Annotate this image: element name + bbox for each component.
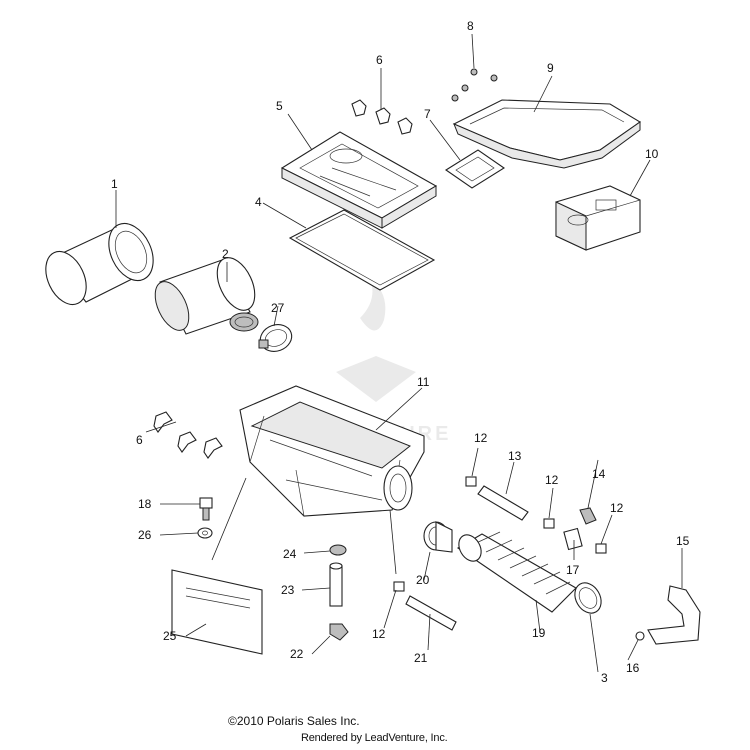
part-20-coupler [423, 521, 453, 553]
callout-25: 25 [163, 629, 177, 643]
callout-18: 18 [138, 497, 152, 511]
callout-2: 2 [222, 247, 229, 261]
part-21-tube [405, 595, 457, 631]
callout-23: 23 [281, 583, 295, 597]
part-7-seal [444, 149, 506, 189]
part-5-airbox-cover [280, 131, 438, 229]
callout-19: 19 [532, 626, 546, 640]
callout-22: 22 [290, 647, 304, 661]
callout-26: 26 [138, 528, 152, 542]
callout-13: 13 [508, 449, 522, 463]
rendered-by-text: Rendered by LeadVenture, Inc. [301, 732, 448, 744]
part-19-bellows-hose [456, 531, 577, 613]
part-6-lower-fittings [153, 411, 223, 459]
part-9-intake-duct [452, 99, 642, 169]
leader-lines [115, 33, 683, 673]
callout-labels: 1 2 27 4 5 6 7 8 9 10 11 6 12 13 12 14 1… [111, 19, 690, 685]
part-18-bolt [199, 497, 213, 521]
part-17-valve [563, 527, 583, 551]
callout-20: 20 [416, 573, 430, 587]
callout-14: 14 [592, 467, 606, 481]
callout-21: 21 [414, 651, 428, 665]
callout-27: 27 [271, 301, 285, 315]
part-13-tube [477, 485, 529, 521]
callout-4: 4 [255, 195, 262, 209]
part-12-caps [393, 476, 607, 592]
callout-7: 7 [424, 107, 431, 121]
part-26-washer [197, 527, 213, 539]
callout-12-a: 12 [474, 431, 488, 445]
part-11-airbox-base [239, 385, 425, 517]
callout-6-lower: 6 [136, 433, 143, 447]
callout-12-c: 12 [610, 501, 624, 515]
part-14-clip [579, 507, 597, 525]
callout-12-b: 12 [545, 473, 559, 487]
part-1-prefilter-sleeve [45, 222, 154, 306]
callout-9: 9 [547, 61, 554, 75]
part-3-clamp [574, 582, 602, 614]
callout-15: 15 [676, 534, 690, 548]
copyright-text: ©2010 Polaris Sales Inc. [228, 714, 360, 728]
part-16-clamp [635, 631, 645, 641]
callout-10: 10 [645, 147, 659, 161]
callout-11: 11 [417, 375, 430, 389]
part-8-screws [451, 68, 498, 102]
callout-16: 16 [626, 661, 640, 675]
callout-17: 17 [566, 563, 580, 577]
part-27-clamp [258, 324, 293, 352]
part-15-breather-hose [647, 585, 701, 645]
callout-12-d: 12 [372, 627, 386, 641]
callout-6-upper: 6 [376, 53, 383, 67]
part-6-upper-fittings [351, 99, 413, 135]
callout-5: 5 [276, 99, 283, 113]
part-24-clamp [329, 544, 347, 556]
callout-24: 24 [283, 547, 297, 561]
part-23-drain-tube [329, 562, 343, 607]
callout-3: 3 [601, 671, 608, 685]
part-25-label [171, 569, 263, 655]
callout-1: 1 [111, 177, 118, 191]
part-4-gasket [288, 209, 436, 291]
part-22-drain-valve [329, 623, 349, 641]
part-10-foam-block [555, 185, 641, 251]
part-2-filter-element [154, 257, 259, 335]
callout-8: 8 [467, 19, 474, 33]
